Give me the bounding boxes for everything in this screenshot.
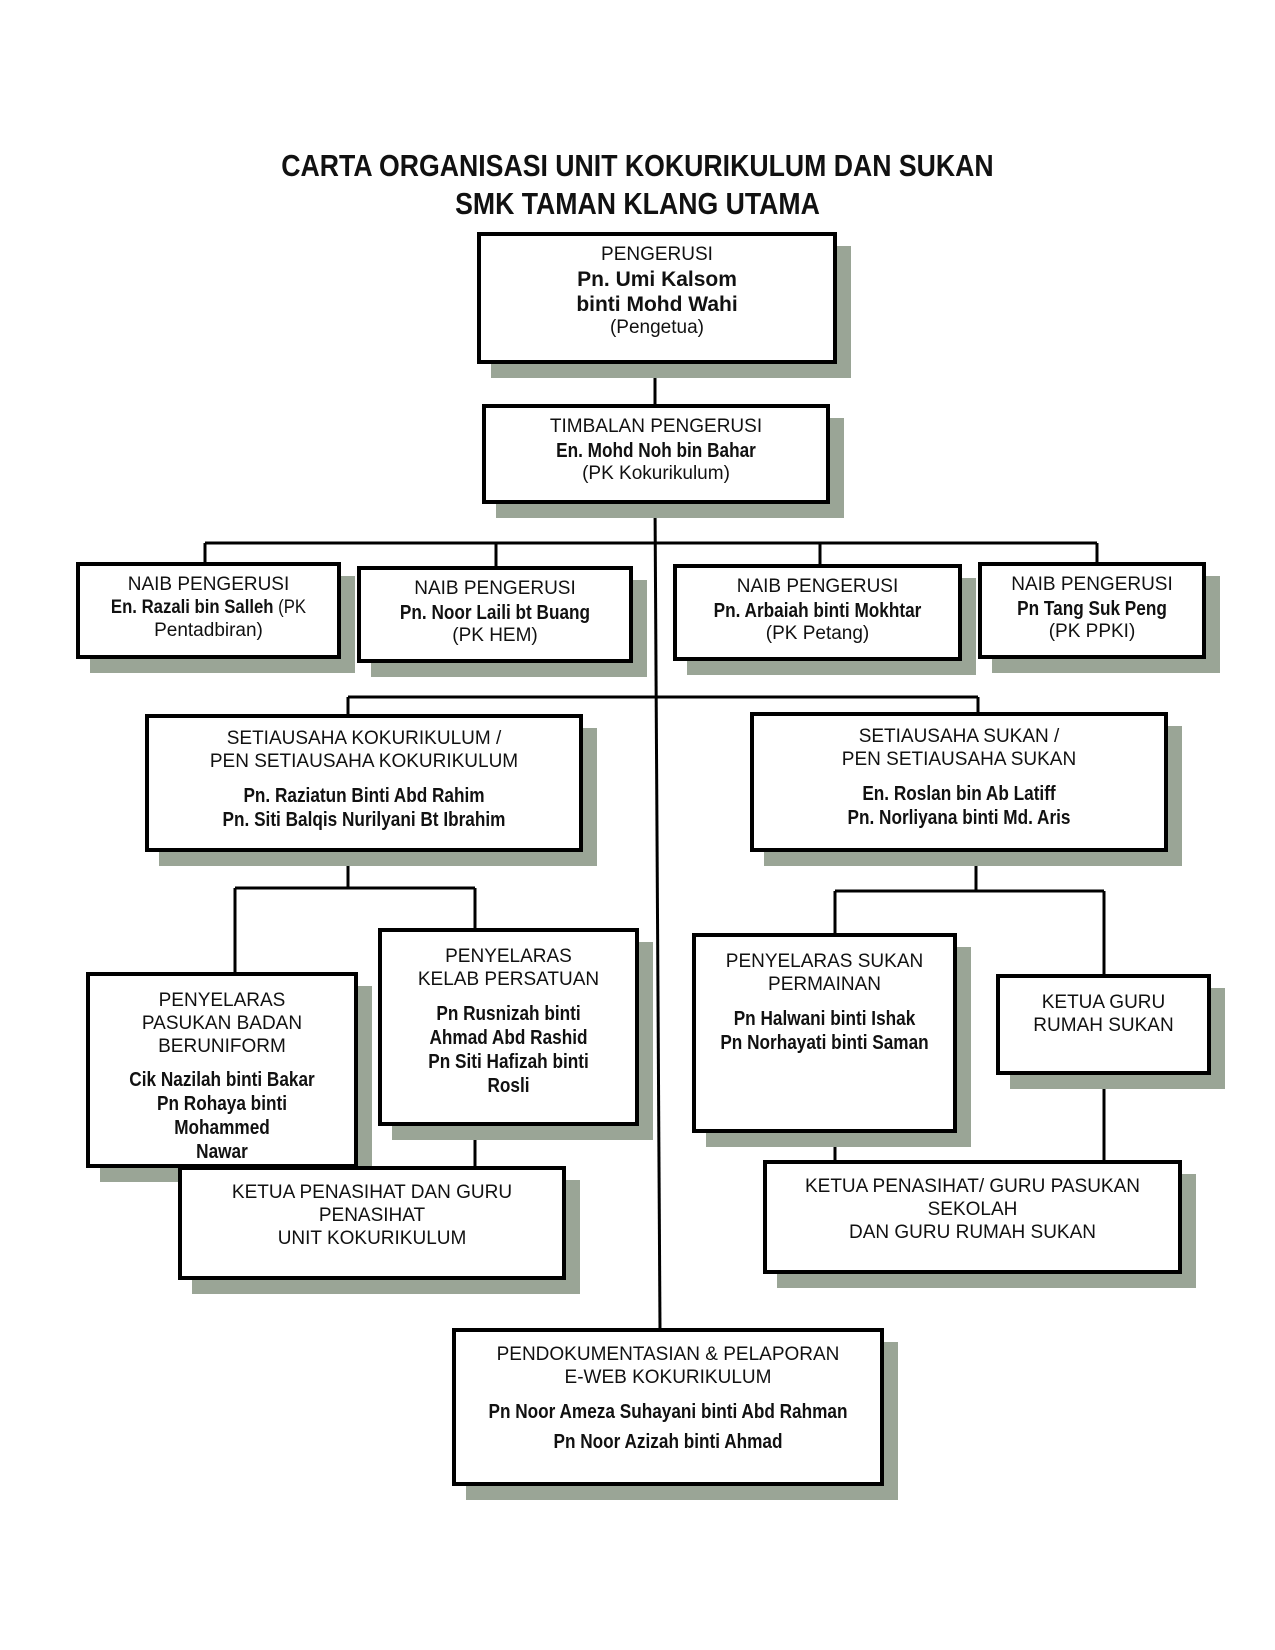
naib-role: NAIB PENGERUSI bbox=[736, 576, 899, 597]
setiausaha-role: SETIAUSAHA KOKURIKULUM / PEN SETIAUSAHA … bbox=[209, 728, 519, 772]
penyelaras-names: Pn Rusnizah binti Ahmad Abd Rashid Pn Si… bbox=[428, 1002, 589, 1097]
naib-role: NAIB PENGERUSI bbox=[127, 574, 290, 595]
setiausaha-role: SETIAUSAHA SUKAN / PEN SETIAUSAHA SUKAN bbox=[841, 726, 1077, 770]
setiausaha-name-2: Pn. Norliyana binti Md. Aris bbox=[847, 806, 1071, 829]
page-title: CARTA ORGANISASI UNIT KOKURIKULUM DAN SU… bbox=[281, 148, 994, 183]
ketua-penasihat-sukan-box: KETUA PENASIHAT/ GURU PASUKAN SEKOLAH DA… bbox=[763, 1160, 1182, 1274]
naib-role: NAIB PENGERUSI bbox=[1011, 574, 1173, 595]
naib-name: Pn Tang Suk Peng bbox=[1017, 597, 1167, 620]
naib-note: (PK bbox=[273, 596, 307, 618]
pengerusi-box: PENGERUSI Pn. Umi Kalsom binti Mohd Wahi… bbox=[477, 232, 837, 364]
naib-note: (PK HEM) bbox=[452, 624, 538, 646]
pengerusi-note: (Pengetua) bbox=[609, 317, 704, 339]
ketua-penasihat-role: KETUA PENASIHAT/ GURU PASUKAN SEKOLAH DA… bbox=[804, 1176, 1141, 1243]
penyelaras-names: Pn Halwani binti Ishak Pn Norhayati bint… bbox=[720, 1007, 929, 1054]
penyelaras-role: PENYELARAS KELAB PERSATUAN bbox=[417, 946, 600, 990]
setiausaha-sukan-box: SETIAUSAHA SUKAN / PEN SETIAUSAHA SUKAN … bbox=[750, 712, 1168, 852]
penyelaras-kelab-box: PENYELARAS KELAB PERSATUAN Pn Rusnizah b… bbox=[378, 928, 639, 1126]
naib-note-2: Pentadbiran) bbox=[154, 619, 263, 641]
naib-role: NAIB PENGERUSI bbox=[414, 578, 576, 599]
pendokumentasian-name-1: Pn Noor Ameza Suhayani binti Abd Rahman bbox=[488, 1400, 848, 1423]
naib-name-line: En. Razali bin Salleh (PK bbox=[101, 597, 317, 620]
pengerusi-role: PENGERUSI bbox=[601, 244, 713, 265]
penyelaras-pbb-box: PENYELARAS PASUKAN BADAN BERUNIFORM Cik … bbox=[86, 972, 358, 1168]
pendokumentasian-box: PENDOKUMENTASIAN & PELAPORAN E-WEB KOKUR… bbox=[452, 1328, 884, 1486]
page-subtitle: SMK TAMAN KLANG UTAMA bbox=[455, 186, 820, 221]
ketua-guru-role: KETUA GURU RUMAH SUKAN bbox=[1033, 992, 1174, 1036]
timbalan-pengerusi-box: TIMBALAN PENGERUSI En. Mohd Noh bin Baha… bbox=[482, 404, 830, 504]
penyelaras-role: PENYELARAS SUKAN PERMAINAN bbox=[725, 951, 924, 995]
ketua-penasihat-role: KETUA PENASIHAT DAN GURU PENASIHAT UNIT … bbox=[231, 1182, 513, 1249]
setiausaha-name-1: En. Roslan bin Ab Latiff bbox=[862, 782, 1056, 805]
ketua-penasihat-kokurikulum-box: KETUA PENASIHAT DAN GURU PENASIHAT UNIT … bbox=[178, 1166, 566, 1280]
timbalan-name: En. Mohd Noh bin Bahar bbox=[556, 439, 756, 462]
naib-name: Pn. Arbaiah binti Mokhtar bbox=[713, 599, 922, 622]
naib-pengerusi-box-3: NAIB PENGERUSI Pn. Arbaiah binti Mokhtar… bbox=[673, 564, 962, 661]
naib-name: En. Razali bin Salleh bbox=[110, 596, 274, 618]
naib-pengerusi-box-2: NAIB PENGERUSI Pn. Noor Laili bt Buang (… bbox=[357, 566, 633, 663]
naib-note: (PK Petang) bbox=[765, 622, 870, 644]
pengerusi-name: Pn. Umi Kalsom binti Mohd Wahi bbox=[576, 267, 738, 316]
pendokumentasian-role: PENDOKUMENTASIAN & PELAPORAN E-WEB KOKUR… bbox=[496, 1344, 840, 1388]
main-spine-line bbox=[653, 501, 662, 1331]
naib-pengerusi-box-1: NAIB PENGERUSI En. Razali bin Salleh (PK… bbox=[76, 562, 341, 659]
timbalan-note: (PK Kokurikulum) bbox=[582, 462, 730, 484]
pendokumentasian-name-2: Pn Noor Azizah binti Ahmad bbox=[553, 1430, 783, 1453]
naib-note: (PK PPKI) bbox=[1048, 620, 1136, 642]
penyelaras-role: PENYELARAS PASUKAN BADAN BERUNIFORM bbox=[141, 990, 303, 1057]
naib-name: Pn. Noor Laili bt Buang bbox=[399, 601, 591, 624]
ketua-guru-rumah-box: KETUA GURU RUMAH SUKAN bbox=[996, 974, 1211, 1075]
setiausaha-kokurikulum-box: SETIAUSAHA KOKURIKULUM / PEN SETIAUSAHA … bbox=[145, 714, 583, 852]
setiausaha-name-2: Pn. Siti Balqis Nurilyani Bt Ibrahim bbox=[222, 808, 506, 831]
setiausaha-name-1: Pn. Raziatun Binti Abd Rahim bbox=[243, 784, 485, 807]
penyelaras-names: Cik Nazilah binti Bakar Pn Rohaya binti … bbox=[129, 1069, 315, 1164]
timbalan-role: TIMBALAN PENGERUSI bbox=[549, 416, 763, 437]
penyelaras-sukan-box: PENYELARAS SUKAN PERMAINAN Pn Halwani bi… bbox=[692, 933, 957, 1133]
naib-pengerusi-box-4: NAIB PENGERUSI Pn Tang Suk Peng (PK PPKI… bbox=[978, 562, 1206, 659]
